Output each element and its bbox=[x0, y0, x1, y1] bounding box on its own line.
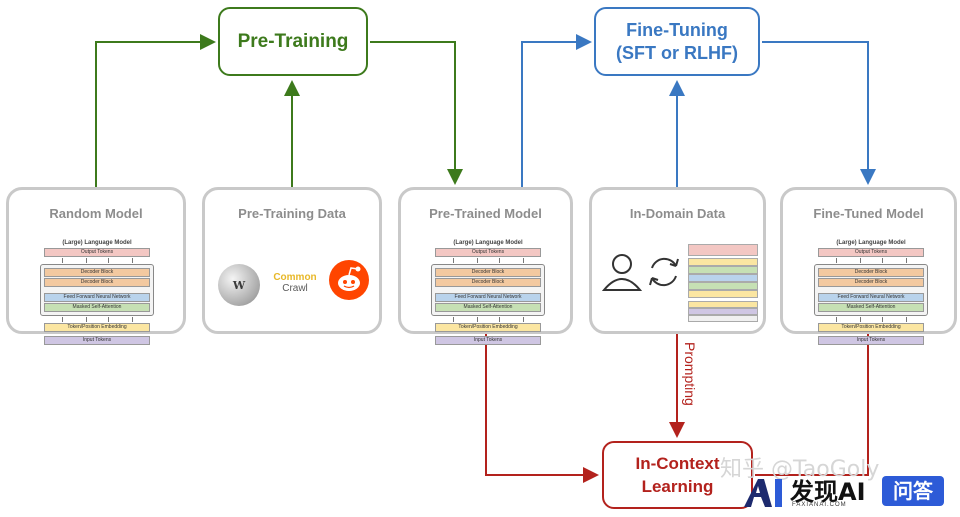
common-crawl-logo: Common Crawl bbox=[271, 272, 319, 294]
common-crawl-line1: Common bbox=[273, 272, 317, 283]
lm-decoder-stack: Decoder Block Decoder Block Feed Forward… bbox=[814, 264, 928, 316]
incontext-label-line1: In-Context bbox=[635, 454, 720, 473]
indomain-data-box: In-Domain Data bbox=[589, 187, 766, 334]
brand-logo: 发现AI FAXIANAI.COM 问答 bbox=[742, 472, 960, 512]
lm-decoder-block: Decoder Block bbox=[818, 268, 924, 277]
incontext-node: In-Context Learning bbox=[602, 441, 753, 509]
lm-title: (Large) Language Model bbox=[453, 240, 523, 246]
lm-output-tokens: Output Tokens bbox=[44, 248, 150, 257]
arrow-random-to-pretraining bbox=[95, 34, 216, 187]
lm-decoder-stack: Decoder Block Decoder Block Feed Forward… bbox=[431, 264, 545, 316]
lm-arrows bbox=[40, 316, 154, 323]
lm-input-tokens: Input Tokens bbox=[435, 336, 541, 345]
lm-attention: Masked Self-Attention bbox=[44, 303, 150, 312]
lm-diagram: (Large) Language Model Output Tokens Dec… bbox=[814, 238, 928, 345]
finetuned-model-box: Fine-Tuned Model (Large) Language Model … bbox=[780, 187, 957, 345]
arrow-pretrained-to-finetuning bbox=[521, 34, 592, 187]
lm-arrows bbox=[431, 316, 545, 323]
lm-diagram: (Large) Language Model Output Tokens Dec… bbox=[40, 238, 154, 345]
lm-title: (Large) Language Model bbox=[62, 240, 132, 246]
pretrained-model-title: Pre-Trained Model bbox=[429, 206, 542, 221]
lm-arrows bbox=[40, 332, 154, 336]
lm-ffn: Feed Forward Neural Network bbox=[44, 293, 150, 302]
lm-arrows bbox=[431, 257, 545, 264]
pretraining-node: Pre-Training bbox=[218, 7, 368, 76]
watermark: 知乎 @TaoGoly bbox=[720, 457, 880, 482]
indomain-data-title: In-Domain Data bbox=[629, 206, 726, 221]
wiki-glyph: W bbox=[232, 278, 246, 292]
wikipedia-logo-icon: W bbox=[218, 264, 260, 306]
lm-output-tokens: Output Tokens bbox=[818, 248, 924, 257]
finetuning-node: Fine-Tuning (SFT or RLHF) bbox=[594, 7, 760, 76]
common-crawl-line2: Crawl bbox=[282, 283, 308, 294]
finetuning-label-line1: Fine-Tuning bbox=[626, 19, 728, 40]
brand-url: FAXIANAI.COM bbox=[792, 502, 847, 508]
arrow-pretraining-to-pretrained bbox=[370, 41, 463, 185]
lm-ffn: Feed Forward Neural Network bbox=[818, 293, 924, 302]
lm-embedding: Token/Position Embedding bbox=[44, 323, 150, 332]
lm-attention: Masked Self-Attention bbox=[818, 303, 924, 312]
line-finetuned-to-incontext bbox=[755, 334, 869, 476]
brand-qa-badge: 问答 bbox=[882, 476, 944, 506]
lm-decoder-block: Decoder Block bbox=[44, 268, 150, 277]
arrow-finetuning-to-finetuned bbox=[762, 41, 876, 185]
brand-mark-icon bbox=[744, 479, 782, 507]
arrow-pretrained-to-incontext bbox=[485, 334, 599, 483]
pretraining-label: Pre-Training bbox=[237, 31, 349, 52]
pretrained-model-box: Pre-Trained Model (Large) Language Model… bbox=[398, 187, 573, 345]
pretraining-data-box: Pre-Training Data W Common Crawl bbox=[202, 187, 382, 334]
lm-arrows bbox=[814, 332, 928, 336]
lm-input-tokens: Input Tokens bbox=[44, 336, 150, 345]
lm-decoder-block: Decoder Block bbox=[435, 278, 541, 287]
lm-output-tokens: Output Tokens bbox=[435, 248, 541, 257]
lm-decoder-block: Decoder Block bbox=[818, 278, 924, 287]
lm-diagram: (Large) Language Model Output Tokens Dec… bbox=[431, 238, 545, 345]
lm-arrows bbox=[814, 257, 928, 264]
person-icon bbox=[601, 254, 643, 291]
prompting-label: Prompting bbox=[682, 342, 698, 406]
pretraining-data-title: Pre-Training Data bbox=[238, 206, 346, 221]
lm-arrows bbox=[431, 332, 545, 336]
random-model-box: Random Model (Large) Language Model Outp… bbox=[6, 187, 186, 345]
lm-arrows bbox=[40, 257, 154, 264]
random-model-title: Random Model bbox=[49, 206, 143, 221]
lm-attention: Masked Self-Attention bbox=[435, 303, 541, 312]
cycle-arrows-icon bbox=[649, 257, 679, 287]
lm-title: (Large) Language Model bbox=[836, 240, 906, 246]
lm-input-tokens: Input Tokens bbox=[818, 336, 924, 345]
lm-decoder-stack: Decoder Block Decoder Block Feed Forward… bbox=[40, 264, 154, 316]
lm-decoder-block: Decoder Block bbox=[44, 278, 150, 287]
finetuned-model-title: Fine-Tuned Model bbox=[813, 206, 924, 221]
lm-embedding: Token/Position Embedding bbox=[818, 323, 924, 332]
lm-arrows bbox=[814, 316, 928, 323]
dataset-table-icon bbox=[688, 244, 758, 322]
lm-ffn: Feed Forward Neural Network bbox=[435, 293, 541, 302]
finetuning-label-line2: (SFT or RLHF) bbox=[616, 42, 738, 63]
lm-embedding: Token/Position Embedding bbox=[435, 323, 541, 332]
brand-name: 发现AI bbox=[790, 478, 866, 506]
lm-decoder-block: Decoder Block bbox=[435, 268, 541, 277]
reddit-logo-icon bbox=[329, 260, 369, 300]
incontext-label-line2: Learning bbox=[641, 477, 714, 496]
